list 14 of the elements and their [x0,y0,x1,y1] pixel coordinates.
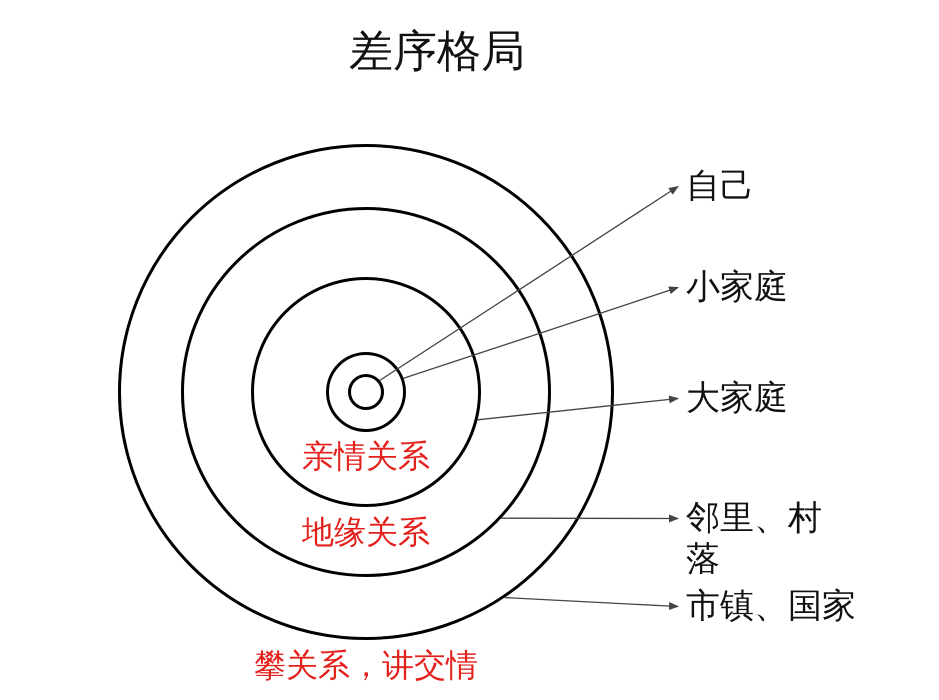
relation-label: 亲情关系 [302,437,430,475]
relation-label: 攀关系，讲交情 [254,646,478,684]
relation-label: 地缘关系 [302,513,430,551]
title: 差序格局 [349,26,525,78]
arrow [379,186,679,381]
arrow [501,514,679,522]
level-label: 邻里、村落 [686,498,836,580]
level-label: 市镇、国家 [686,586,856,627]
level-label: 小家庭 [686,267,788,308]
arrow [504,596,679,610]
level-label: 大家庭 [686,378,788,419]
arrow [478,395,679,420]
arrow [403,286,679,379]
level-label: 自己 [686,166,754,207]
